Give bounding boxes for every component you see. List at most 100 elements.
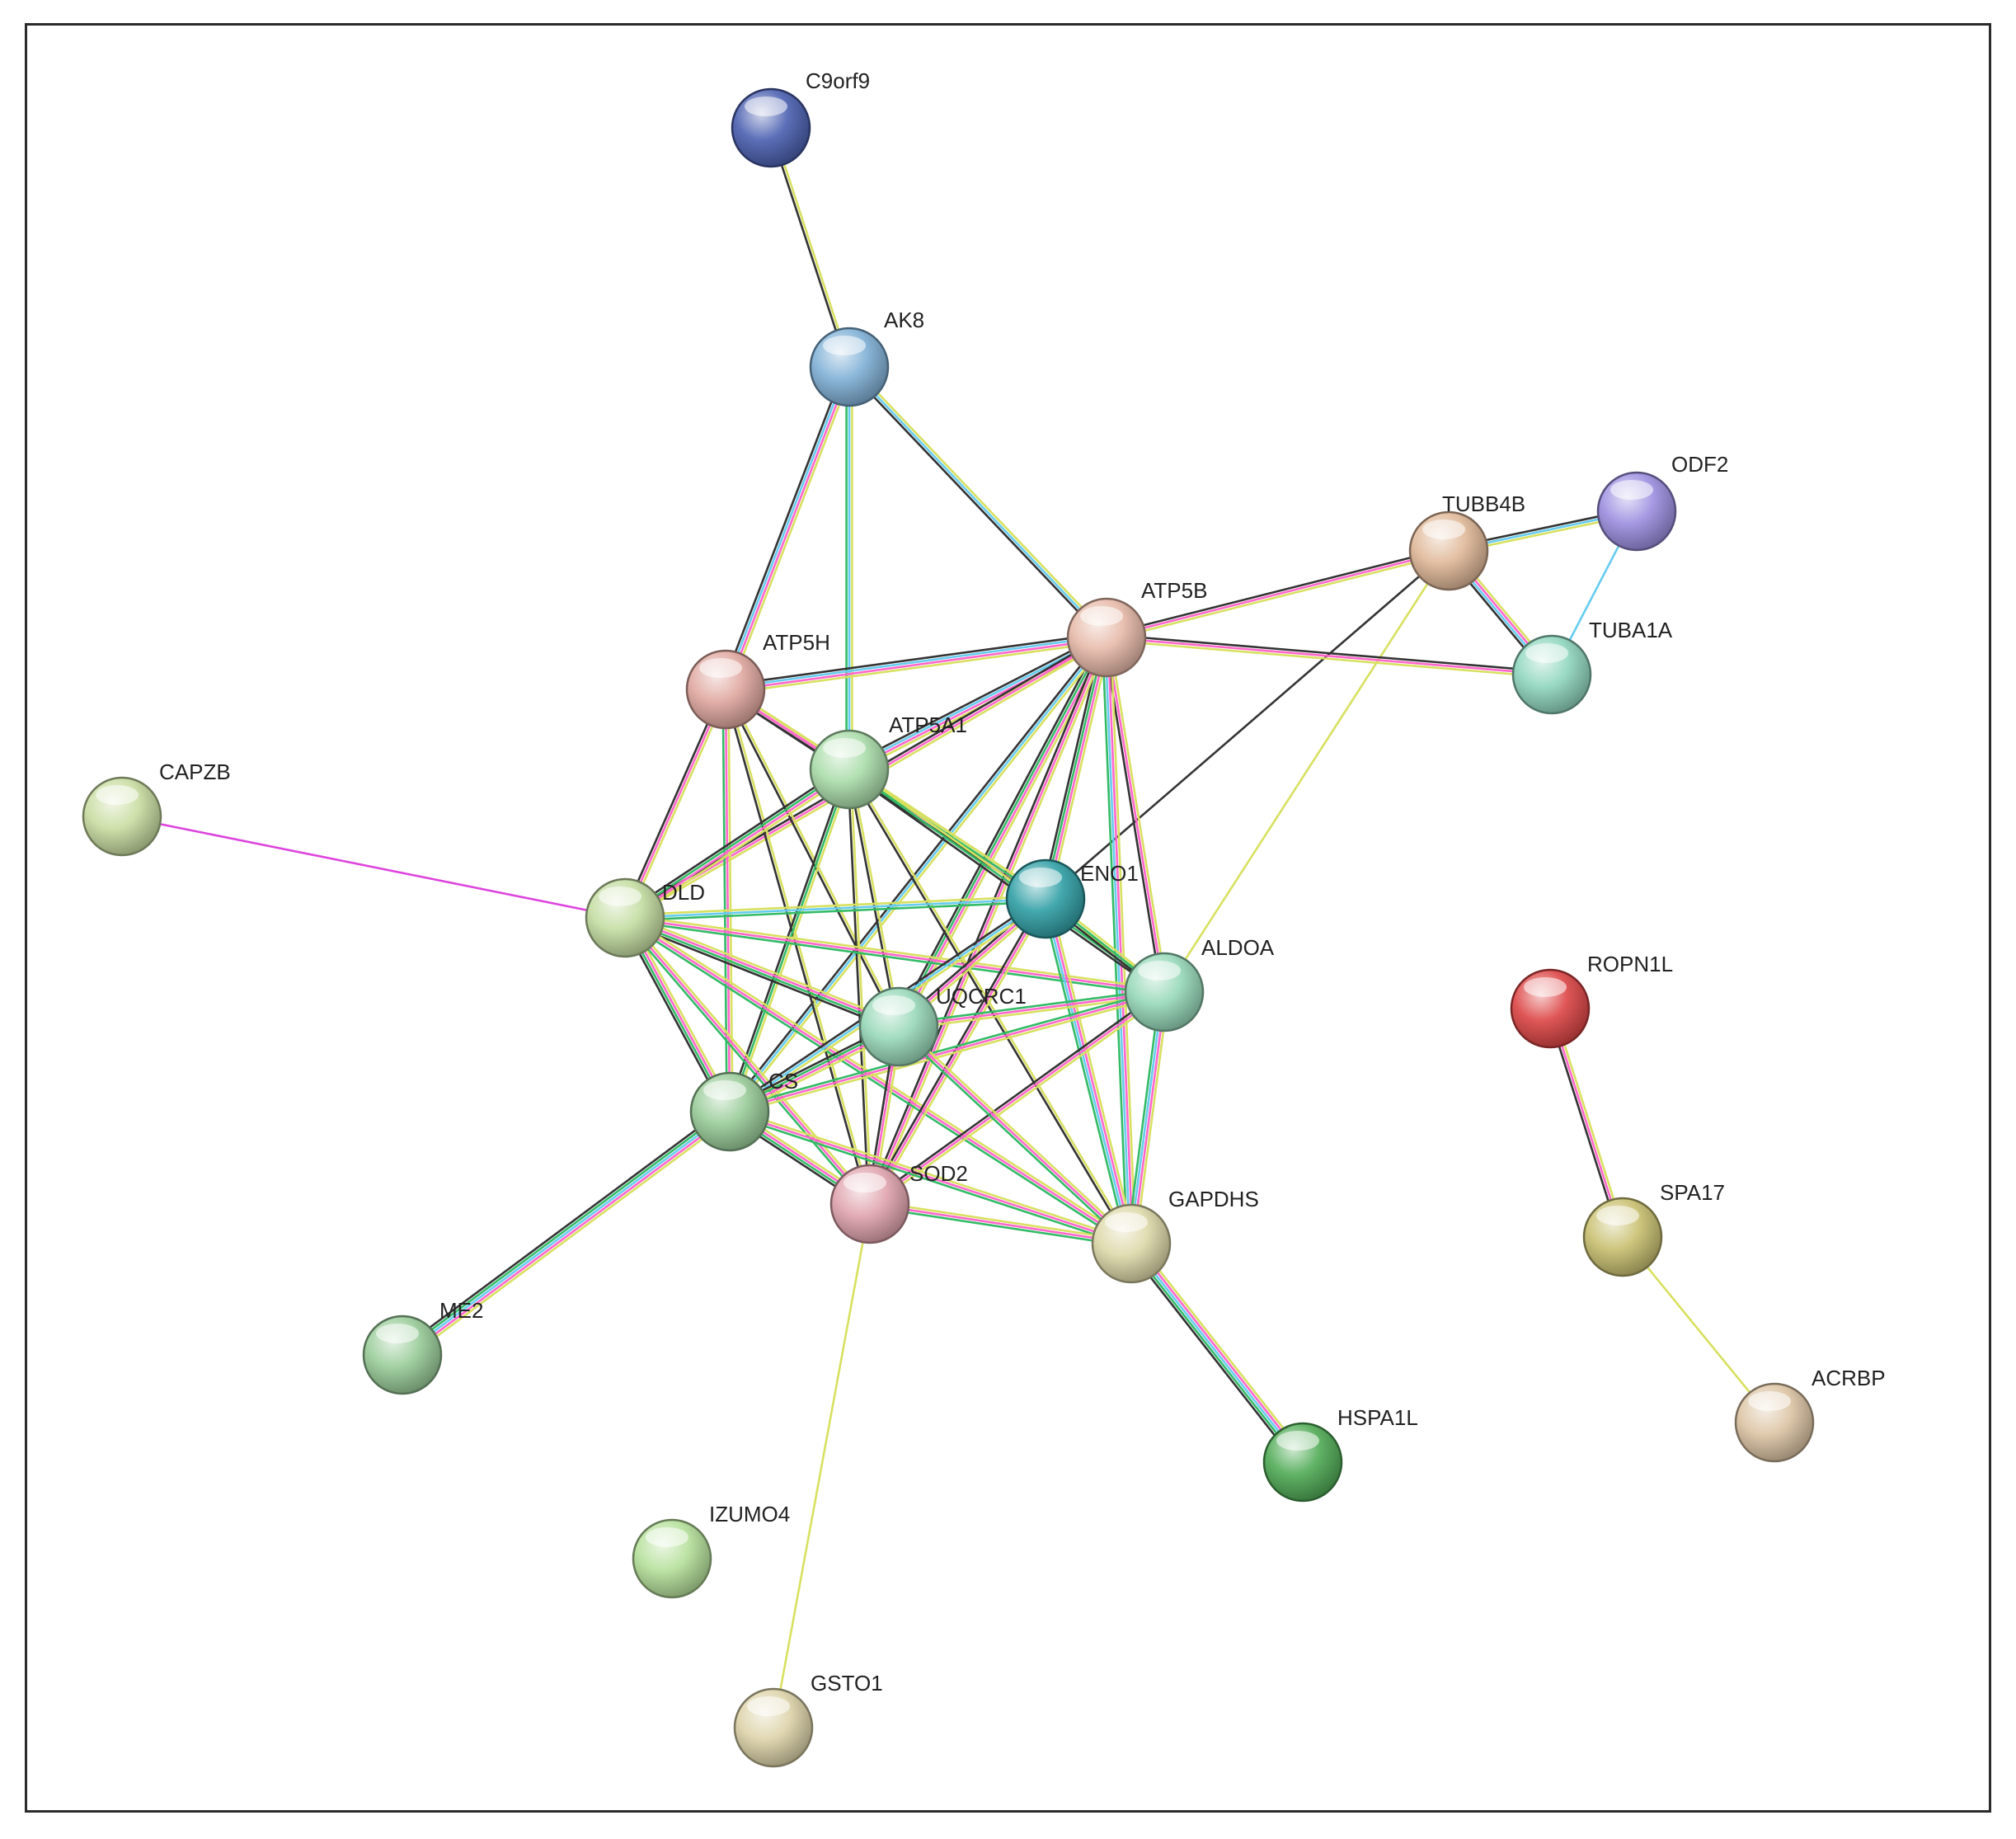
node-tuba1a[interactable]: TUBA1A [1511,618,1673,715]
node-label: CAPZB [159,760,231,784]
edge-ak8-atp5a1[interactable] [845,367,853,769]
node-dld[interactable]: DLD [585,877,705,958]
node-sod2[interactable]: SOD2 [829,1161,968,1244]
edge-strand [848,635,1107,769]
node-eno1[interactable]: ENO1 [1005,858,1139,939]
edge-atp5a1-gapdhs[interactable] [847,768,1134,1245]
node-label: ALDOA [1201,935,1275,960]
edge-c9orf9-ak8[interactable] [768,127,852,368]
edge-ak8-atp5h[interactable] [721,365,854,692]
edge-strand [726,640,1107,695]
edge-strand [847,769,870,1205]
edge-eno1-gapdhs[interactable] [1040,897,1137,1245]
edge-atp5b-gapdhs[interactable] [1101,637,1137,1244]
node-acrbp[interactable]: ACRBP [1734,1366,1886,1463]
node-atp5a1[interactable]: ATP5A1 [809,713,967,810]
edge-uqcrc1-gapdhs[interactable] [895,1023,1135,1247]
edge-atp5b-sod2[interactable] [866,636,1111,1206]
node-c9orf9[interactable]: C9orf9 [731,68,870,168]
edge-atp5h-sod2[interactable] [723,689,872,1205]
edge-strand [622,919,869,1207]
edge-spa17-acrbp[interactable] [1621,1236,1776,1423]
node-label: ATP5A1 [889,713,967,737]
edge-tuba1a-atp5b[interactable] [1106,633,1553,679]
node-highlight [1138,961,1181,981]
edge-aldoa-gapdhs[interactable] [1125,991,1170,1244]
edge-strand [623,767,849,918]
edge-dld-sod2[interactable] [622,915,873,1207]
edge-strand [726,689,872,1204]
edge-cs-gapdhs[interactable] [728,1108,1133,1248]
node-izumo4[interactable]: IZUMO4 [632,1502,790,1599]
node-gsto1[interactable]: GSTO1 [733,1671,883,1768]
node-highlight [699,658,742,678]
edge-strand [726,637,1107,692]
edge-strand [403,1112,732,1358]
node-capzb[interactable]: CAPZB [82,760,231,857]
edge-atp5b-atp5h[interactable] [725,632,1107,695]
node-aldoa[interactable]: ALDOA [1124,935,1275,1032]
node-cs[interactable]: CS [689,1069,798,1152]
edge-strand [867,989,1163,1203]
edge-atp5h-cs[interactable] [721,689,734,1112]
node-highlight [1596,1206,1639,1225]
edge-dld-uqcrc1[interactable] [623,913,901,1032]
node-ak8[interactable]: AK8 [809,308,924,407]
edge-atp5a1-dld[interactable] [622,764,853,923]
node-ropn1l[interactable]: ROPN1L [1510,952,1673,1049]
node-hspa1l[interactable]: HSPA1L [1262,1405,1418,1503]
edge-strand [626,915,1134,1243]
node-highlight [745,96,787,116]
edge-dld-eno1[interactable] [624,895,1046,922]
edge-strand [868,637,1108,1205]
edge-ropn1l-spa17[interactable] [1546,1007,1627,1239]
edge-capzb-dld[interactable] [121,815,626,920]
edge-strand [1134,992,1170,1244]
edge-strand [623,689,727,919]
node-me2[interactable]: ME2 [362,1298,483,1395]
edge-strand [1130,1243,1304,1463]
edge-strand [721,365,847,689]
node-spa17[interactable]: SPA17 [1582,1180,1725,1277]
edge-strand [625,901,1046,922]
edge-strand [1107,633,1553,673]
edge-aldoa-cs[interactable] [728,988,1166,1116]
edge-strand [870,1200,1132,1242]
edge-gapdhs-hspa1l[interactable] [1125,1239,1309,1467]
edge-strand [726,688,901,1027]
edge-tubb4b-aldoa[interactable] [1163,550,1450,993]
edge-atp5b-cs[interactable] [726,635,1110,1114]
edge-strand [869,1206,1131,1248]
node-tubb4b[interactable]: TUBB4B [1408,491,1525,591]
node-atp5b[interactable]: ATP5B [1066,578,1207,678]
node-gapdhs[interactable]: GAPDHS [1091,1187,1259,1284]
edge-strand [1106,636,1553,676]
edge-strand [724,689,731,1112]
edge-sod2-gsto1[interactable] [772,1203,872,1728]
edge-strand [729,1110,1132,1245]
node-odf2[interactable]: ODF2 [1596,452,1728,552]
node-label: DLD [662,880,705,905]
edge-cs-me2[interactable] [398,1106,734,1361]
node-atp5h[interactable]: ATP5H [685,630,830,730]
edge-tubb4b-atp5b[interactable] [1105,547,1450,642]
edge-atp5a1-sod2[interactable] [847,769,872,1205]
edge-strand [1043,899,1131,1244]
edge-ak8-atp5b[interactable] [846,364,1110,641]
edge-strand [728,637,1108,1112]
edge-sod2-gapdhs[interactable] [869,1200,1132,1248]
node-uqcrc1[interactable]: UQCRC1 [858,984,1027,1067]
edge-strand [1106,639,1552,679]
edge-dld-aldoa[interactable] [624,914,1165,996]
edge-strand [1546,1009,1621,1239]
edge-strand [625,915,900,1027]
edge-strand [1105,637,1166,993]
node-highlight [823,738,866,758]
edge-atp5a1-uqcrc1[interactable] [847,769,901,1028]
edge-atp5h-uqcrc1[interactable] [723,688,901,1028]
edge-atp5b-atp5a1[interactable] [847,633,1109,774]
edge-dld-gapdhs[interactable] [623,915,1134,1247]
edge-atp5h-dld[interactable] [621,688,730,920]
edge-strand [1040,899,1129,1245]
